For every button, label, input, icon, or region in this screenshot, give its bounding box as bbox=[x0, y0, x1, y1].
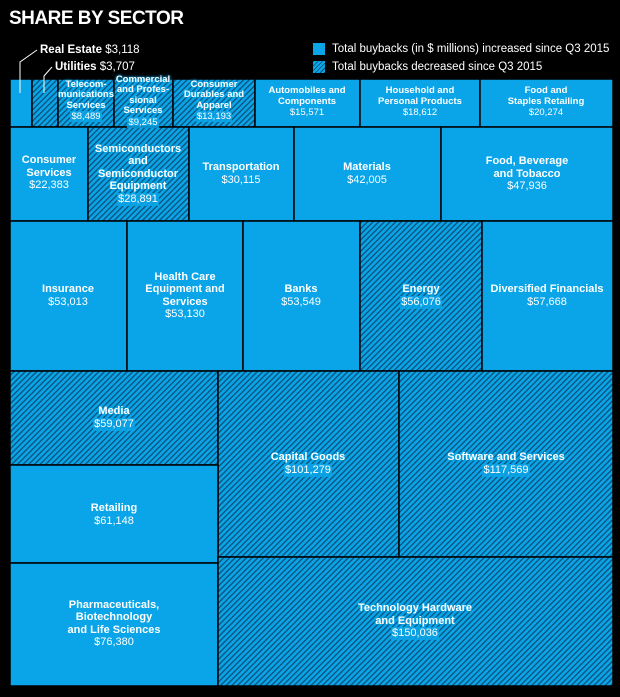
tile-telecommunications-services bbox=[57, 78, 115, 128]
callout-name: Utilities bbox=[55, 61, 97, 73]
tile-consumer-services bbox=[9, 126, 89, 222]
tile-capital-goods bbox=[217, 370, 400, 558]
legend-label-decreased: Total buybacks decreased since Q3 2015 bbox=[332, 61, 543, 73]
hatched-swatch-icon bbox=[313, 61, 325, 73]
callout-real-estate: Real Estate $3,118 bbox=[40, 44, 140, 56]
tile-technology-hardware-and-equipment bbox=[217, 556, 614, 687]
tile-transportation bbox=[188, 126, 295, 222]
legend: Total buybacks (in $ millions) increased… bbox=[313, 40, 609, 76]
callout-name: Real Estate bbox=[40, 44, 103, 56]
tile-pharmaceuticals-biotechnology-and-life-sciences bbox=[9, 562, 219, 687]
tile-retailing bbox=[9, 464, 219, 564]
callout-leader-line bbox=[19, 49, 38, 93]
tile-real-estate bbox=[9, 78, 33, 128]
tile-banks bbox=[242, 220, 361, 372]
tile-health-care-equipment-and-services bbox=[126, 220, 244, 372]
tile-materials bbox=[293, 126, 442, 222]
tile-consumer-durables-and-apparel bbox=[172, 78, 256, 128]
callout-value: $3,707 bbox=[96, 61, 135, 73]
tile-household-and-personal-products bbox=[359, 78, 481, 128]
tile-utilities bbox=[31, 78, 59, 128]
tile-diversified-financials bbox=[481, 220, 614, 372]
tile-commercial-and-professional-services bbox=[113, 78, 174, 128]
tile-energy bbox=[359, 220, 483, 372]
callout-utilities: Utilities $3,707 bbox=[55, 61, 135, 73]
legend-item-decreased: Total buybacks decreased since Q3 2015 bbox=[313, 58, 609, 76]
callout-value: $3,118 bbox=[102, 44, 140, 56]
chart-title: SHARE BY SECTOR bbox=[9, 8, 184, 29]
tile-food-and-staples-retailing bbox=[479, 78, 614, 128]
callout-leader-line bbox=[43, 66, 53, 93]
tile-food-beverage-and-tobacco bbox=[440, 126, 614, 222]
legend-label-increased: Total buybacks (in $ millions) increased… bbox=[332, 43, 610, 55]
legend-item-increased: Total buybacks (in $ millions) increased… bbox=[313, 40, 609, 58]
tile-media bbox=[9, 370, 219, 466]
tile-semiconductors-and-semiconductor-equipment bbox=[87, 126, 190, 222]
tile-software-and-services bbox=[398, 370, 614, 558]
tile-automobiles-and-components bbox=[254, 78, 361, 128]
tile-insurance bbox=[9, 220, 128, 372]
solid-swatch-icon bbox=[313, 43, 325, 55]
